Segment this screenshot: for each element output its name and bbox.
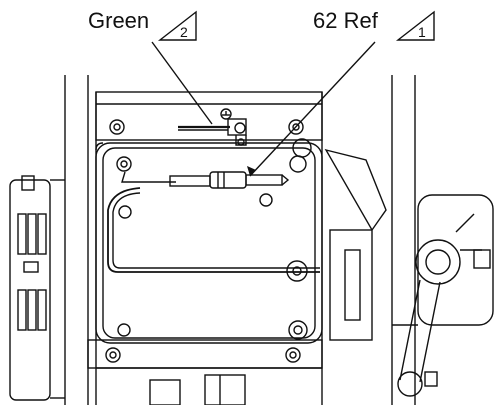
tube-line xyxy=(107,187,320,282)
note-number-2: 2 xyxy=(180,24,188,40)
leader-line-green xyxy=(151,41,213,125)
ground-wire xyxy=(178,118,247,146)
ground-icon xyxy=(220,108,232,120)
control-box xyxy=(95,138,323,344)
leader-line-62-ref xyxy=(249,41,376,177)
top-crossbar xyxy=(95,91,323,141)
left-housing xyxy=(9,175,65,401)
right-mechanism xyxy=(324,148,494,397)
lower-components xyxy=(96,367,322,405)
bottom-crossbar xyxy=(87,339,323,369)
callout-label-62-ref: 62 Ref xyxy=(313,8,378,33)
sensor-cable xyxy=(121,171,290,189)
callout-label-green: Green xyxy=(88,8,150,33)
note-triangle-1: 1 xyxy=(395,10,435,41)
note-number-1: 1 xyxy=(418,24,426,40)
note-triangle-2: 2 xyxy=(157,10,197,41)
